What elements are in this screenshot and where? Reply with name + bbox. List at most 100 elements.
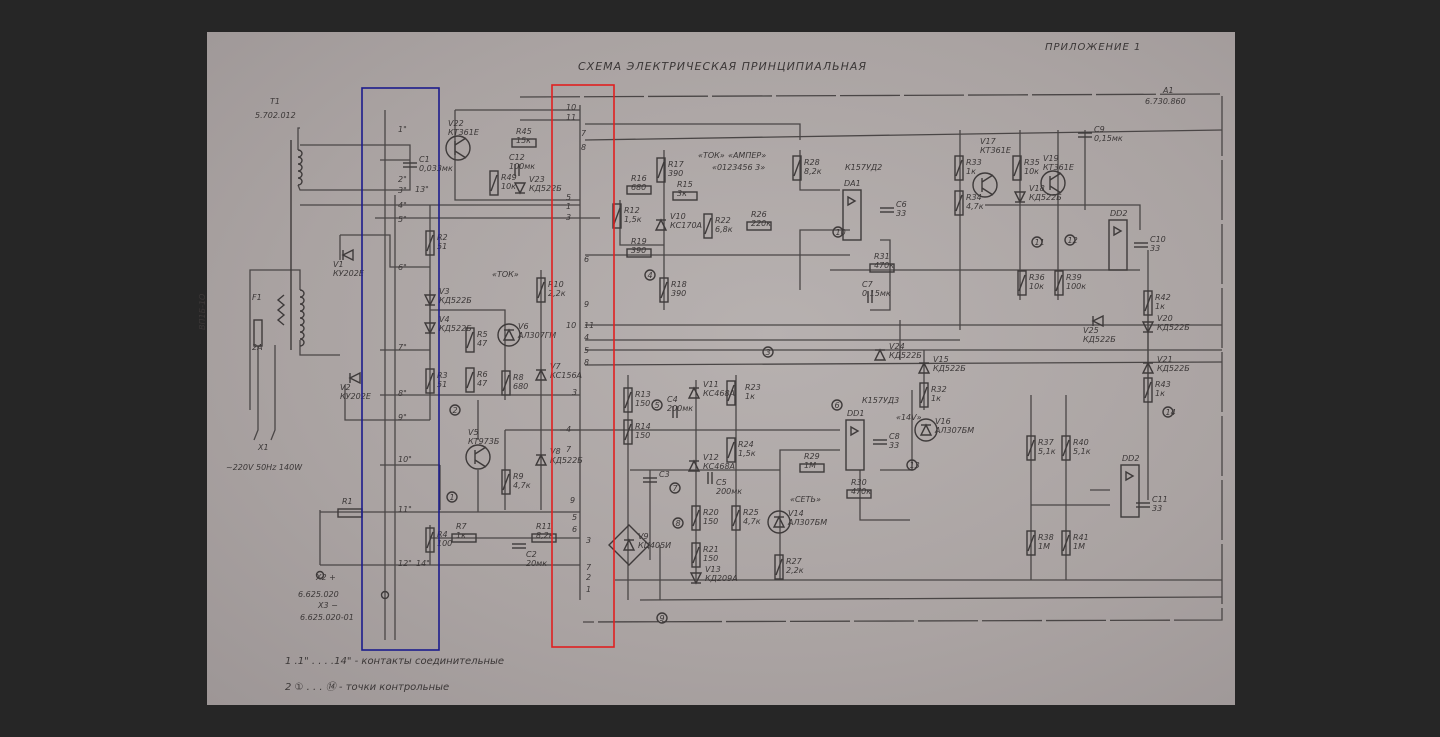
component-value: 680 — [513, 382, 528, 391]
resistor-mark — [1027, 534, 1035, 552]
resistor-r43 — [1143, 377, 1153, 403]
resistor-mark — [1055, 274, 1063, 292]
resistor-body — [489, 170, 499, 196]
component-ref: R41 — [1073, 533, 1089, 542]
diode-triangle — [687, 459, 701, 472]
resistor-body — [451, 533, 477, 543]
resistor-r24 — [726, 437, 736, 463]
resistor-body — [691, 505, 701, 531]
x2-ref: Х2 + — [315, 573, 336, 582]
component-value: КД522Б — [550, 456, 583, 465]
component-value: 1к — [456, 531, 466, 540]
resistor-body — [1054, 270, 1064, 296]
component-value: 10к — [1024, 167, 1039, 176]
mains-lead-2 — [270, 345, 276, 441]
component-value: 1М — [804, 461, 816, 470]
component-ref: R37 — [1038, 438, 1055, 447]
terminal-x3 — [380, 590, 390, 600]
test-point-circle — [906, 459, 918, 471]
wire-33 — [584, 129, 1223, 141]
pin-number: 5 — [572, 513, 577, 522]
component-ref: DD2 — [1122, 454, 1139, 463]
component-ref: R22 — [715, 216, 731, 225]
fuse-rating: 2А — [252, 343, 263, 352]
resistor-body — [501, 469, 511, 495]
component-value: КД522Б — [439, 296, 472, 305]
transistor-body — [445, 135, 471, 161]
component-value: 390 — [631, 246, 646, 255]
component-value: 150 — [703, 554, 718, 563]
transistor-v5 — [465, 444, 491, 470]
component-ref: V19 — [1043, 154, 1059, 163]
resistor-body — [626, 185, 652, 195]
resistor-r22 — [703, 213, 713, 239]
capacitor-c8 — [873, 439, 887, 445]
resistor-r17 — [656, 157, 666, 183]
board-code: 6.730.860 — [1145, 97, 1186, 106]
component-value: 15к — [516, 136, 531, 145]
ic-dd2 — [1120, 464, 1140, 518]
component-value: 4,7к — [513, 481, 531, 490]
wire-63 — [779, 449, 840, 580]
ic-dd1 — [845, 419, 865, 471]
test-point-1: 1 — [446, 491, 458, 503]
mains-lead-1 — [253, 346, 259, 441]
resistor-body — [659, 277, 669, 303]
test-point-number: 10 — [836, 228, 846, 237]
component-value: КД522Б — [1029, 193, 1062, 202]
component-ref: V2 — [340, 383, 351, 392]
resistor-mark — [490, 174, 498, 192]
wire-34 — [585, 123, 801, 140]
bridge-body — [608, 524, 650, 566]
component-ref: R6 — [477, 370, 488, 379]
component-value: КД522Б — [1157, 364, 1190, 373]
resistor-body — [337, 508, 363, 518]
component-ref: DD1 — [847, 409, 864, 418]
component-ref: V15 — [933, 355, 949, 364]
component-value: 100к — [1066, 282, 1086, 291]
component-value: КТ361Е — [980, 146, 1012, 155]
transformer-winding — [297, 149, 303, 186]
pin-number: 4 — [566, 425, 571, 434]
diode-triangle — [423, 322, 437, 335]
diode-triangle — [687, 386, 701, 399]
wire-3 — [249, 269, 301, 410]
resistor-mark — [955, 159, 963, 177]
resistor-r40 — [1061, 435, 1071, 461]
wire-6 — [340, 234, 430, 268]
component-ref: R36 — [1029, 273, 1045, 282]
component-ref: V14 — [788, 509, 804, 518]
component-ref: C5 — [716, 478, 727, 487]
component-ref: V11 — [703, 380, 719, 389]
component-value: 10к — [1029, 282, 1044, 291]
led-v14 — [767, 510, 791, 534]
component-value: 6,8к — [715, 225, 733, 234]
resistor-r13 — [623, 387, 633, 413]
resistor-mark — [1062, 534, 1070, 552]
component-value: 47 — [477, 379, 488, 388]
component-ref: R4 — [437, 530, 448, 539]
fuse-type: ВП1Б-1О — [198, 294, 207, 330]
resistor-mark — [660, 281, 668, 299]
resistor-r42 — [1143, 290, 1153, 316]
resistor-body — [954, 155, 964, 181]
resistor-r32 — [919, 382, 929, 408]
component-value: 1к — [1155, 302, 1165, 311]
diode-v21 — [1141, 361, 1155, 374]
diode-triangle — [1141, 361, 1155, 374]
component-ref: R8 — [513, 373, 524, 382]
diode-triangle — [423, 294, 437, 307]
pin-number: 1 — [566, 202, 571, 211]
component-ref: C2 — [526, 550, 537, 559]
component-ref: R23 — [745, 383, 761, 392]
diode-triangle — [1091, 314, 1104, 328]
resistor-r36 — [1017, 270, 1027, 296]
diode-v9 — [622, 538, 636, 551]
resistor-body — [623, 419, 633, 445]
component-ref: V17 — [980, 137, 997, 146]
transistor-body — [465, 444, 491, 470]
test-point-number: 14 — [1166, 408, 1176, 417]
led-v6 — [497, 323, 521, 347]
fuse-f1 — [253, 319, 263, 347]
resistor-mark — [624, 391, 632, 409]
